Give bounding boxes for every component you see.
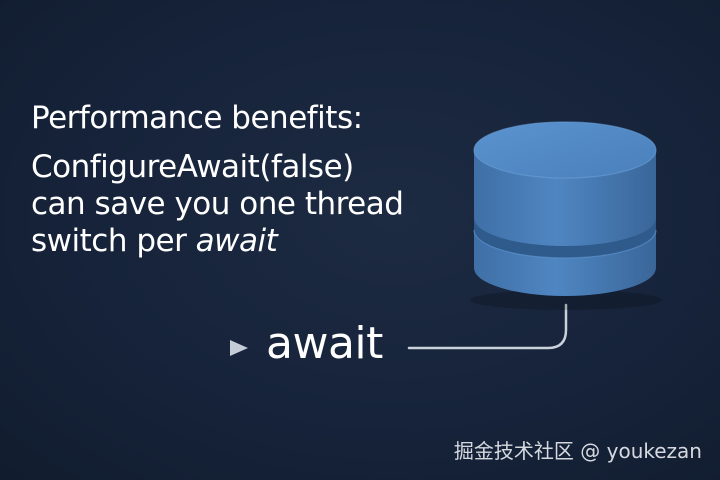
body-line-3-prefix: switch per: [31, 223, 196, 259]
arrow-right-icon: [106, 340, 248, 356]
body-line-2: can save you one thread: [31, 186, 404, 222]
body-line-3-emphasis: await: [195, 223, 278, 259]
text-block: Performance benefits: ConfigureAwait(fal…: [31, 98, 451, 260]
body-line-1: ConfigureAwait(false): [31, 149, 354, 185]
database-icon: [470, 121, 662, 310]
await-label: await: [266, 318, 383, 369]
body-line-3: switch per await: [31, 223, 451, 260]
watermark: 掘金技术社区 @ youkezan: [453, 439, 702, 463]
heading: Performance benefits:: [31, 100, 363, 136]
connector-line: [407, 303, 568, 350]
